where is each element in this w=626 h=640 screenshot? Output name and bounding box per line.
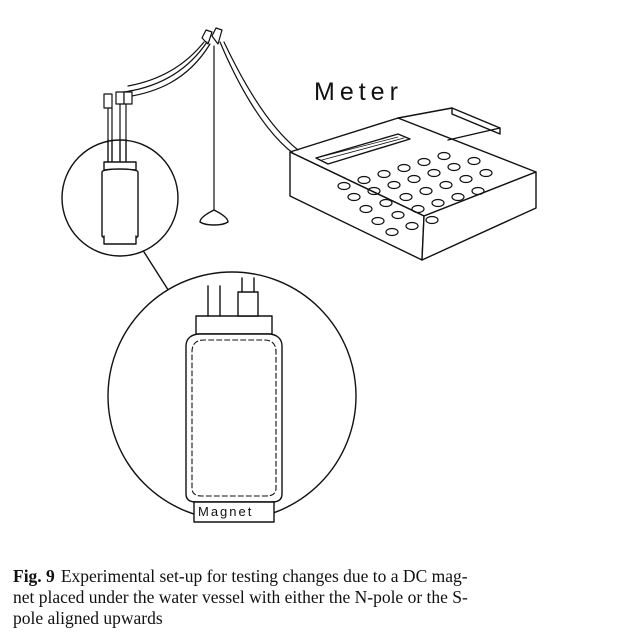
meter-key [407,174,421,184]
meter-key [451,192,465,202]
caption-text: Experimental set-up for testing changes … [60,566,468,586]
caption-line: net placed under the water vessel with e… [13,587,468,607]
meter-device [289,107,537,261]
vessel-overview-circle [61,139,179,257]
meter-keypad [337,151,493,237]
meter-key [379,198,393,208]
meter-key [425,215,439,225]
water-vessel [185,333,283,503]
meter-key [359,204,373,214]
meter-key [399,192,413,202]
caption-line: pole aligned upwards [13,608,163,628]
electrode-stand [199,209,229,226]
meter-key [347,192,361,202]
figure-number: Fig. 9 [13,566,55,586]
meter-key [479,168,493,178]
meter-key [427,168,441,178]
meter-key [387,180,401,190]
meter-key [405,221,419,231]
meter-key [397,163,411,173]
meter-key [439,180,453,190]
meter-key [417,157,431,167]
meter-key [391,210,405,220]
meter-key [467,156,481,166]
meter-key [459,174,473,184]
magnet: Magnet [193,501,275,523]
meter-key [371,216,385,226]
experimental-setup-diagram: Meter [61,27,537,523]
meter-key [431,198,445,208]
meter-key [357,175,371,185]
vessel-detail-circle: Magnet [107,271,357,523]
meter-key [447,162,461,172]
meter-key [385,227,399,237]
zoom-connector-line [143,251,173,297]
meter-key [367,186,381,196]
meter-key [377,169,391,179]
meter-key [437,151,451,161]
meter-key [471,186,485,196]
meter-key [419,186,433,196]
meter-label: Meter [314,78,403,106]
electrode-cables [117,27,299,211]
magnet-label: Magnet [198,504,253,519]
meter-key [337,181,351,191]
meter-key [411,204,425,214]
